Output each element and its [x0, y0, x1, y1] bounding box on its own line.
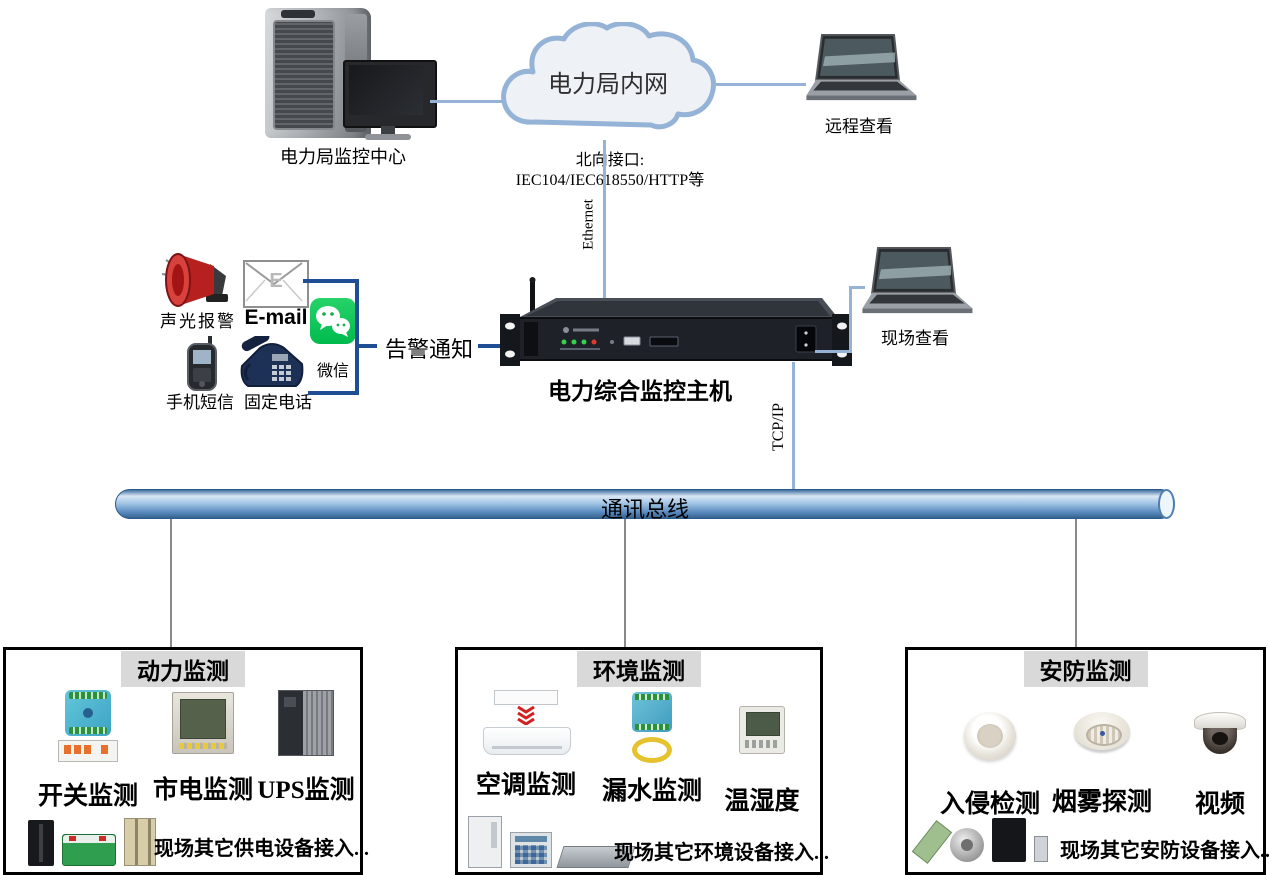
desktop-monitor-icon — [343, 60, 437, 142]
tcpip-label: TCP/IP — [770, 403, 787, 452]
ethernet-label: Ethernet — [580, 199, 597, 250]
bus-label: 通讯总线 — [600, 497, 689, 522]
panel-security: 安防监测 入侵检测 烟雾探测 视频 现场其它安防设备接入... — [905, 647, 1269, 875]
bracket-vertical — [355, 279, 359, 395]
link-cloud-host — [603, 140, 606, 304]
bracket-stub — [355, 344, 377, 348]
intranet-cloud: 电力局内网 — [497, 21, 719, 144]
local-view-label: 现场查看 — [881, 329, 949, 348]
desk-phone-icon — [238, 331, 306, 397]
smoke-detector-icon — [1042, 712, 1162, 756]
panel-power-footer: 现场其它供电设备接入... — [154, 838, 369, 860]
mobile-phone-icon — [184, 336, 220, 397]
link-host-local-top — [849, 286, 865, 289]
panel-power-title: 动力监测 — [121, 651, 245, 687]
panel-security-footer: 现场其它安防设备接入... — [1060, 840, 1269, 862]
env-misc-devices-icon — [468, 816, 636, 868]
ups-monitor-label: UPS监测 — [257, 777, 355, 804]
panel-environment-title: 环境监测 — [577, 651, 701, 687]
drop-line-env — [624, 519, 626, 647]
bus-end-cap — [1158, 489, 1175, 519]
remote-laptop-icon — [800, 33, 918, 107]
link-monitor-cloud — [430, 100, 508, 103]
datacenter-label: 电力局监控中心 — [280, 147, 406, 167]
bracket-bottom — [308, 391, 359, 395]
link-host-local-h — [815, 350, 852, 353]
link-notice-host — [478, 344, 506, 348]
link-cloud-remote — [713, 83, 806, 86]
remote-view-label: 远程查看 — [825, 117, 893, 136]
sms-label: 手机短信 — [166, 393, 234, 412]
dome-camera-icon — [1160, 712, 1269, 758]
email-label: E-mail — [244, 306, 308, 329]
siren-label: 声光报警 — [160, 312, 236, 331]
video-label: 视频 — [1194, 791, 1245, 818]
email-glyph: E — [269, 270, 283, 292]
switch-monitor-label: 开关监测 — [37, 783, 138, 810]
local-laptop-icon — [856, 246, 974, 320]
thermo-hygro-label: 温湿度 — [724, 788, 800, 815]
pir-sensor-icon — [930, 712, 1050, 760]
cloud-icon — [501, 21, 716, 130]
link-host-bus — [792, 362, 795, 490]
host-label: 电力综合监控主机 — [548, 379, 732, 404]
link-host-local-v — [849, 286, 852, 353]
thermo-hygro-icon — [702, 706, 822, 754]
communication-bus: 通讯总线 — [115, 489, 1175, 522]
ups-cabinet-icon — [246, 690, 366, 756]
north-interface-line1: 北向接口: — [575, 152, 645, 169]
switch-module-icon — [28, 690, 148, 762]
panel-environment: 环境监测 空调监测 漏水监测 — [455, 647, 829, 875]
panel-power: 动力监测 开关监测 市电监测 UPS监测 现场其它供电设备接入... — [3, 647, 369, 875]
siren-icon — [160, 250, 234, 312]
power-misc-devices-icon — [28, 818, 156, 866]
mains-monitor-label: 市电监测 — [152, 777, 253, 804]
bracket-top — [303, 279, 359, 283]
intrusion-label: 入侵检测 — [939, 791, 1040, 818]
alarm-notice-label: 告警通知 — [384, 337, 473, 362]
panel-environment-footer: 现场其它环境设备接入... — [614, 842, 829, 864]
email-icon: E — [243, 260, 309, 308]
leak-monitor-label: 漏水监测 — [601, 778, 702, 805]
north-interface-line2: IEC104/IEC618550/HTTP等 — [515, 172, 705, 189]
security-misc-devices-icon — [911, 818, 1048, 864]
power-meter-icon — [143, 692, 263, 754]
cloud-label: 电力局内网 — [548, 71, 668, 98]
drop-line-security — [1075, 519, 1077, 647]
panel-security-title: 安防监测 — [1023, 651, 1148, 687]
landline-label: 固定电话 — [244, 393, 312, 412]
smoke-label: 烟雾探测 — [1051, 789, 1152, 816]
drop-line-power — [170, 519, 172, 647]
air-conditioner-icon — [466, 690, 586, 755]
wechat-icon — [310, 298, 356, 344]
water-leak-icon — [592, 692, 712, 763]
wechat-label: 微信 — [316, 363, 349, 380]
host-device-icon — [500, 276, 852, 368]
ac-monitor-label: 空调监测 — [475, 772, 576, 799]
